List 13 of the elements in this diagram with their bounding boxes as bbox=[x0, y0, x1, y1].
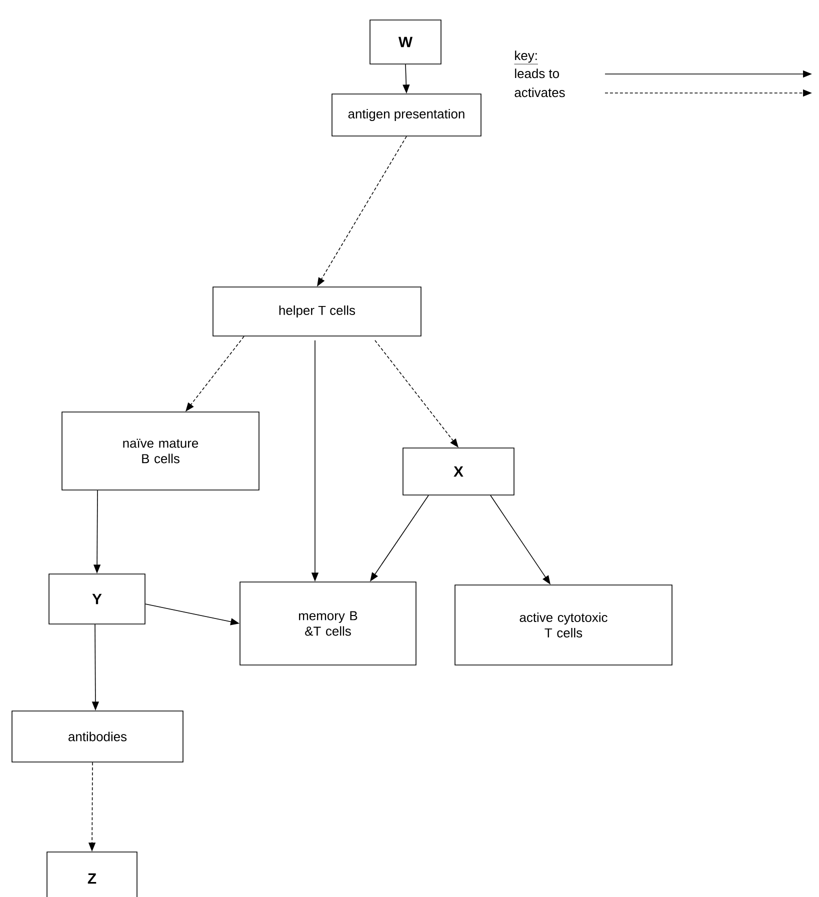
legend-text: activates bbox=[514, 88, 565, 98]
process-box: Z bbox=[46, 852, 138, 897]
process-box: Y bbox=[48, 574, 146, 624]
process-box: naïve mature B cells bbox=[62, 412, 260, 490]
process-box: memory B &T cells bbox=[240, 582, 416, 666]
process-box: active cytotoxic T cells bbox=[454, 584, 672, 666]
process-box: X bbox=[402, 448, 514, 496]
process-box: antibodies bbox=[12, 710, 184, 762]
process-box: antigen presentation bbox=[332, 94, 482, 136]
process-box: W bbox=[370, 20, 442, 64]
legend-text: leads to bbox=[515, 68, 559, 78]
process-box: helper T cells bbox=[212, 286, 422, 336]
key-heading: key: bbox=[514, 50, 538, 64]
